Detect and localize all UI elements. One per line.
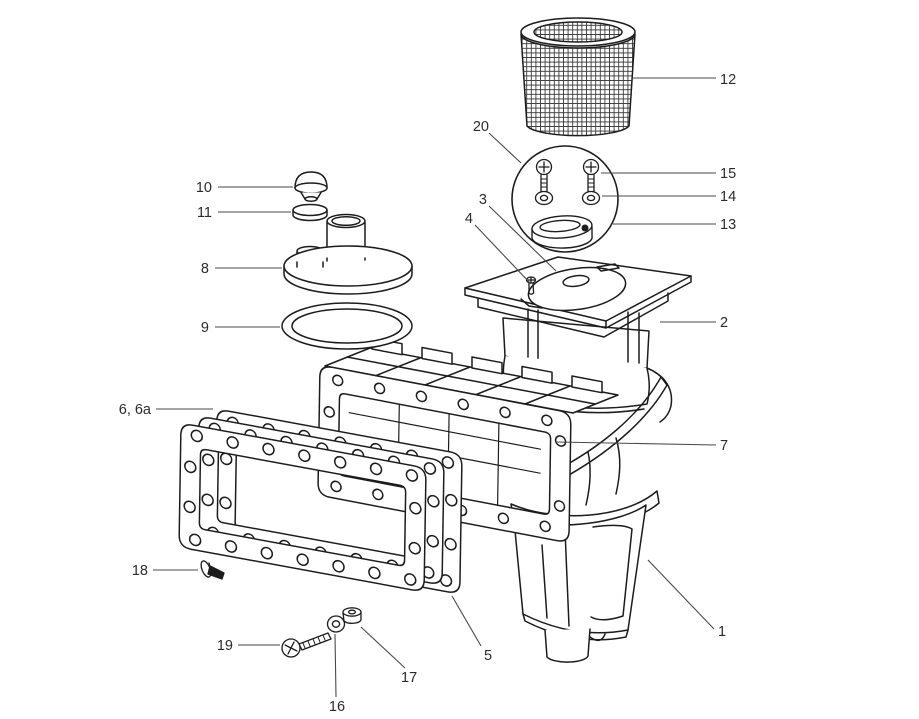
- callout-label-9: 9: [201, 320, 209, 336]
- o-ring-9: [281, 302, 413, 350]
- leader-lines: [153, 77, 717, 698]
- cap-10: [294, 171, 328, 202]
- callout-label-8: 8: [201, 261, 209, 277]
- bolt-19: [281, 632, 332, 658]
- callout-label-5: 5: [484, 648, 492, 664]
- callout-label-7: 7: [720, 438, 728, 454]
- leader-1: [647, 559, 715, 630]
- leader-3: [488, 205, 557, 272]
- callout-label-12: 12: [720, 72, 736, 88]
- callout-label-4: 4: [465, 211, 473, 227]
- callout-label-20: 20: [473, 119, 489, 135]
- leader-17: [360, 626, 406, 669]
- leader-16: [334, 633, 337, 698]
- throat-lattice: [324, 337, 619, 414]
- callout-labels: 1 2 3 4 5 6, 6a 7 8 9 10 11 12 13 14 15 …: [119, 72, 736, 715]
- leader-20: [488, 132, 522, 164]
- leader-7: [555, 441, 717, 446]
- disc-11: [292, 203, 328, 222]
- washer-16: [326, 615, 346, 633]
- callout-label-11: 11: [197, 205, 212, 221]
- gasket-6: [178, 424, 427, 591]
- handle-13: [531, 215, 593, 249]
- lid-screw-4: [525, 276, 537, 295]
- callout-label-19: 19: [217, 638, 233, 654]
- nut-17: [342, 607, 362, 624]
- callout-label-15: 15: [720, 166, 736, 182]
- callout-label-13: 13: [720, 217, 736, 233]
- basket-12: [520, 17, 636, 137]
- leader-4: [474, 224, 532, 285]
- lid-assembly: [464, 256, 692, 338]
- callout-label-3: 3: [479, 192, 487, 208]
- leader-5: [451, 595, 482, 647]
- callout-label-14: 14: [720, 189, 736, 205]
- skimmer-body: [502, 308, 673, 663]
- callout-label-1: 1: [718, 624, 726, 640]
- washers-14: [534, 190, 601, 206]
- screw-18: [200, 560, 225, 580]
- hardware-detail-circle: [511, 145, 619, 253]
- callout-label-2: 2: [720, 315, 728, 331]
- callout-label-10: 10: [196, 180, 212, 196]
- callout-label-18: 18: [132, 563, 148, 579]
- plate-8: [283, 213, 413, 295]
- callout-label-17: 17: [401, 670, 417, 686]
- callout-label-6-6a: 6, 6a: [119, 402, 152, 418]
- callout-label-16: 16: [329, 699, 345, 715]
